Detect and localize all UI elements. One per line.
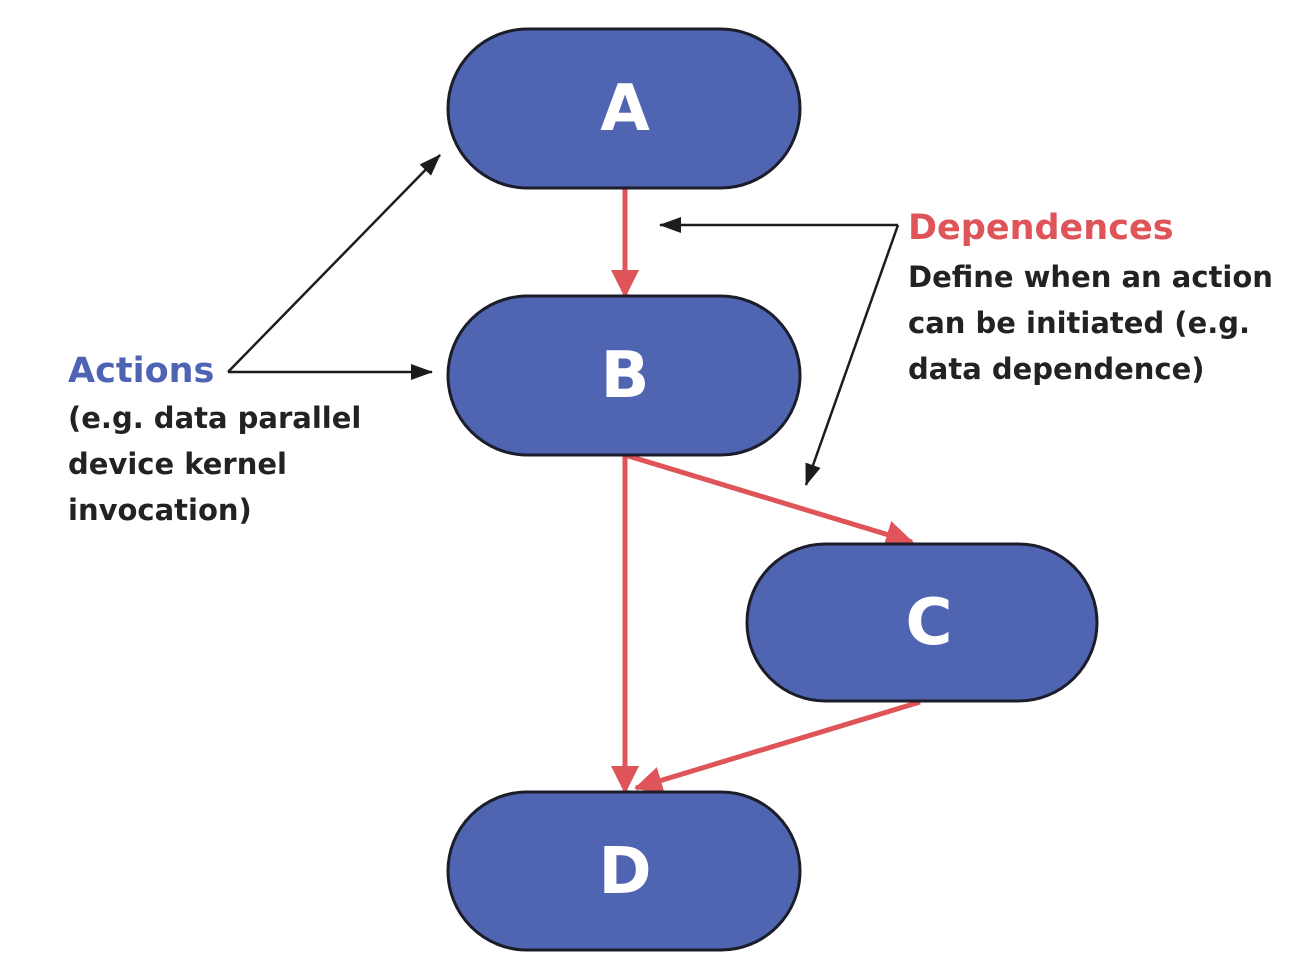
node-a: A xyxy=(446,27,802,190)
node-d: D xyxy=(446,790,802,952)
dependences-desc-line-2: can be initiated (e.g. xyxy=(908,306,1250,340)
dependences-title: Dependences xyxy=(908,208,1174,248)
actions-annotation: Actions (e.g. data parallel device kerne… xyxy=(68,351,361,527)
actions-title: Actions xyxy=(68,351,214,391)
dependence-edge-b-c xyxy=(624,452,914,548)
actions-desc-line-2: device kernel xyxy=(68,447,287,481)
node-d-label: D xyxy=(598,835,651,909)
node-b-label: B xyxy=(601,339,650,413)
dependences-annotation: Dependences Define when an action can be… xyxy=(908,208,1273,386)
node-b: B xyxy=(446,294,802,457)
dependences-pointer-to-b-c-edge xyxy=(804,224,900,486)
node-c: C xyxy=(745,542,1099,703)
dependences-desc-line-1: Define when an action xyxy=(908,260,1273,294)
dependences-desc-line-3: data dependence) xyxy=(908,352,1205,386)
node-c-label: C xyxy=(906,586,953,660)
node-a-label: A xyxy=(600,72,650,146)
actions-desc-line-3: invocation) xyxy=(68,493,252,527)
actions-pointer-to-a xyxy=(227,154,441,373)
actions-desc-line-1: (e.g. data parallel xyxy=(68,401,361,435)
dependence-edge-c-d xyxy=(634,699,921,794)
